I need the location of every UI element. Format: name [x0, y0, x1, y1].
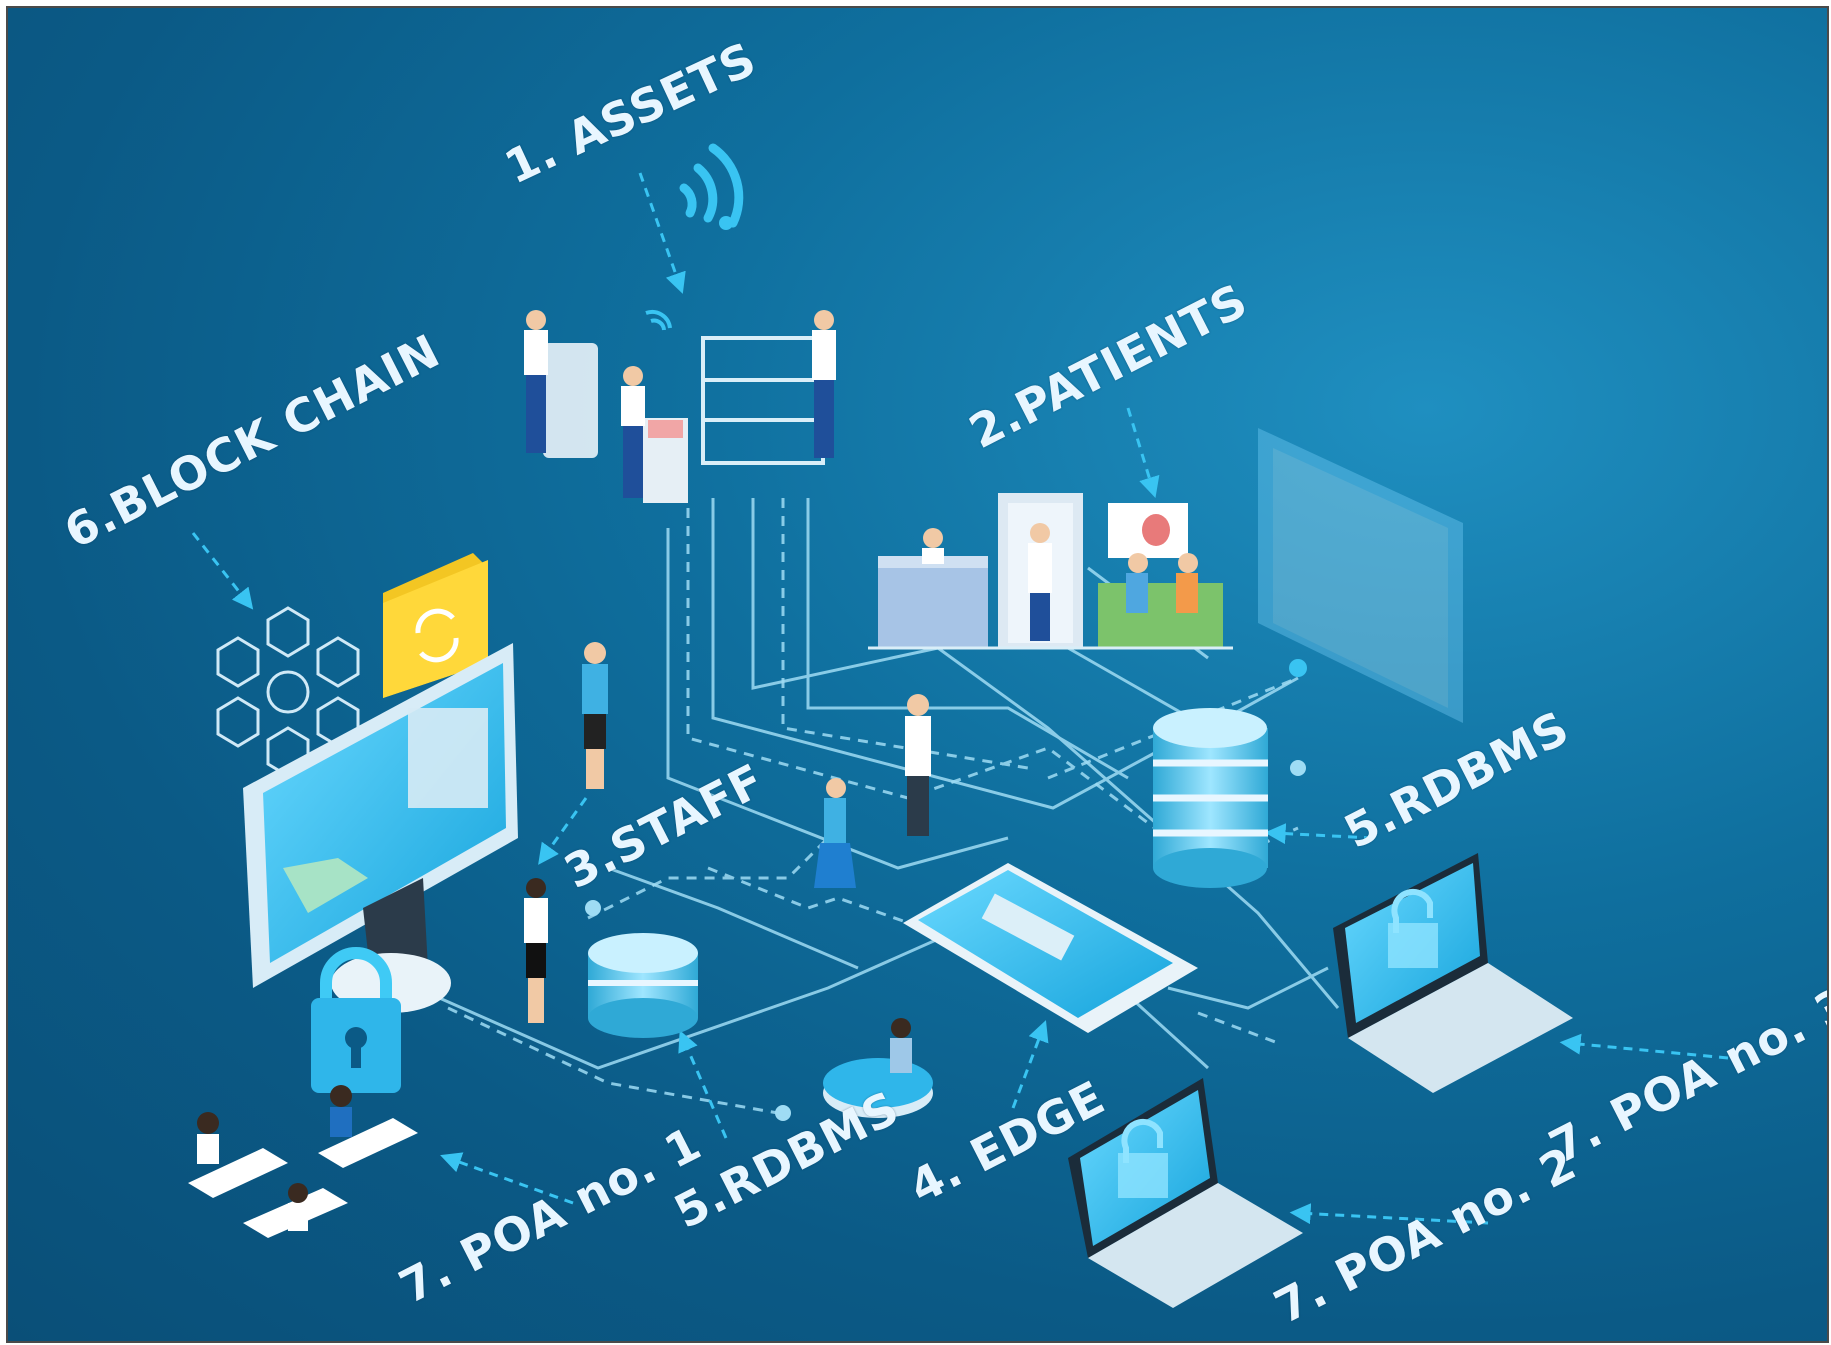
smartphone-icon [903, 863, 1198, 1033]
diagram-illustration [188, 143, 1729, 1308]
database-icon [1153, 708, 1268, 888]
node-dot [585, 900, 601, 916]
hologram-panel [1258, 428, 1463, 723]
database-icon [588, 933, 698, 1038]
diagram-canvas: 1. ASSETS 2.PATIENTS 6.BLOCK CHAIN 3.STA… [6, 6, 1829, 1343]
padlock-icon [311, 947, 401, 1093]
node-dot [775, 1105, 791, 1121]
connection-lines [427, 498, 1340, 1070]
office-desks [188, 1085, 418, 1238]
assets-illustration [524, 310, 836, 503]
laptop-icon [1068, 1078, 1303, 1308]
annotation-arrows [191, 172, 1729, 1225]
laptop-icon [1333, 853, 1573, 1093]
folder-sync-icon [383, 553, 488, 698]
wifi-icon [679, 143, 744, 230]
user-platform [823, 1018, 933, 1118]
patients-illustration [868, 493, 1233, 650]
small-wifi-icon [645, 309, 672, 331]
node-dot [1290, 760, 1306, 776]
staff-illustration [524, 642, 931, 1023]
node-dot [1289, 659, 1307, 677]
